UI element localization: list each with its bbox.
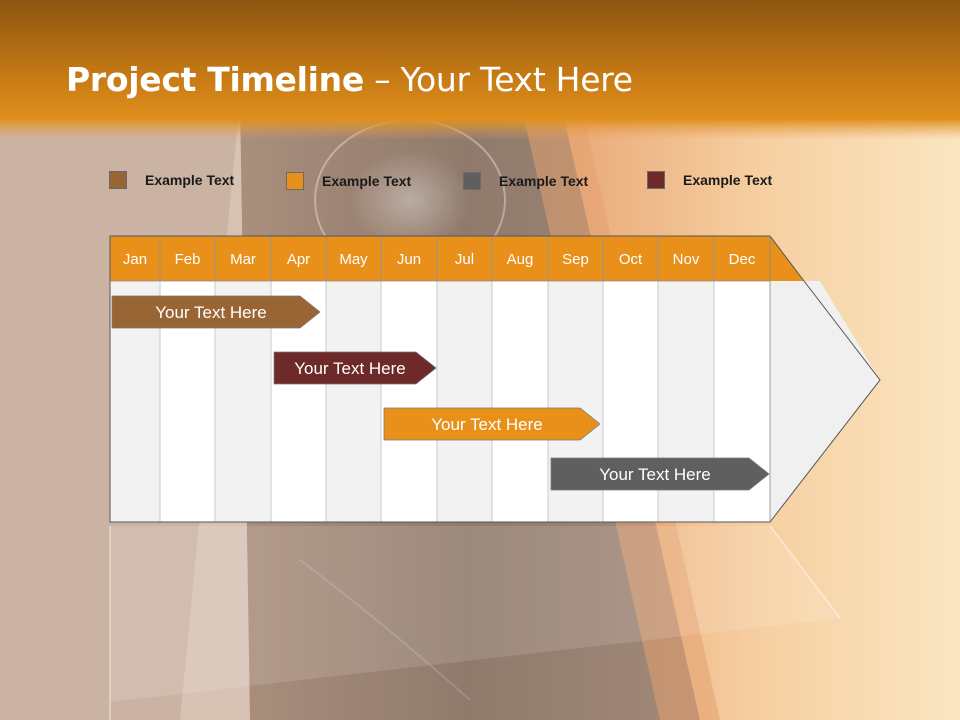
legend-item-4: Example Text xyxy=(647,171,772,189)
month-label-feb: Feb xyxy=(175,251,201,268)
month-column-jun xyxy=(381,281,437,522)
title-rest-text: – Your Text Here xyxy=(363,60,633,99)
slide-title: Project Timeline – Your Text Here xyxy=(66,60,633,99)
month-label-jul: Jul xyxy=(455,251,474,268)
month-label-may: May xyxy=(339,251,368,268)
task-arrow-1 xyxy=(111,295,321,329)
month-label-nov: Nov xyxy=(673,251,700,268)
legend-item-2: Example Text xyxy=(286,172,411,190)
legend-swatch-3 xyxy=(463,172,481,190)
month-column-jul xyxy=(437,281,492,522)
legend-item-1: Example Text xyxy=(109,171,234,189)
month-label-sep: Sep xyxy=(562,251,589,268)
month-label-dec: Dec xyxy=(729,251,756,268)
month-label-oct: Oct xyxy=(619,251,643,268)
month-label-aug: Aug xyxy=(507,251,534,268)
legend-item-3: Example Text xyxy=(463,172,588,190)
legend-label-2: Example Text xyxy=(322,173,412,189)
task-label-4: Your Text Here xyxy=(599,465,711,484)
arrow-body xyxy=(770,281,880,522)
month-label-jun: Jun xyxy=(397,251,421,268)
task-label-3: Your Text Here xyxy=(431,415,543,434)
title-bold-text: Project Timeline xyxy=(66,60,364,99)
month-column-may xyxy=(326,281,381,522)
timeline-reflection xyxy=(110,526,840,702)
legend-label-1: Example Text xyxy=(145,172,235,188)
task-arrow-2 xyxy=(273,351,437,385)
task-arrow-3 xyxy=(383,407,601,441)
month-label-mar: Mar xyxy=(230,251,256,268)
legend-label-3: Example Text xyxy=(499,173,589,189)
month-label-apr: Apr xyxy=(287,251,310,268)
legend-swatch-2 xyxy=(286,172,304,190)
task-label-1: Your Text Here xyxy=(155,303,267,322)
legend-swatch-4 xyxy=(647,171,665,189)
legend-label-4: Example Text xyxy=(683,172,773,188)
month-header-band xyxy=(110,236,770,281)
month-column-aug xyxy=(492,281,548,522)
task-arrow-4 xyxy=(550,457,770,491)
legend-swatch-1 xyxy=(109,171,127,189)
month-label-jan: Jan xyxy=(123,251,147,268)
reflection-edge-right xyxy=(769,525,841,619)
task-label-2: Your Text Here xyxy=(294,359,406,378)
